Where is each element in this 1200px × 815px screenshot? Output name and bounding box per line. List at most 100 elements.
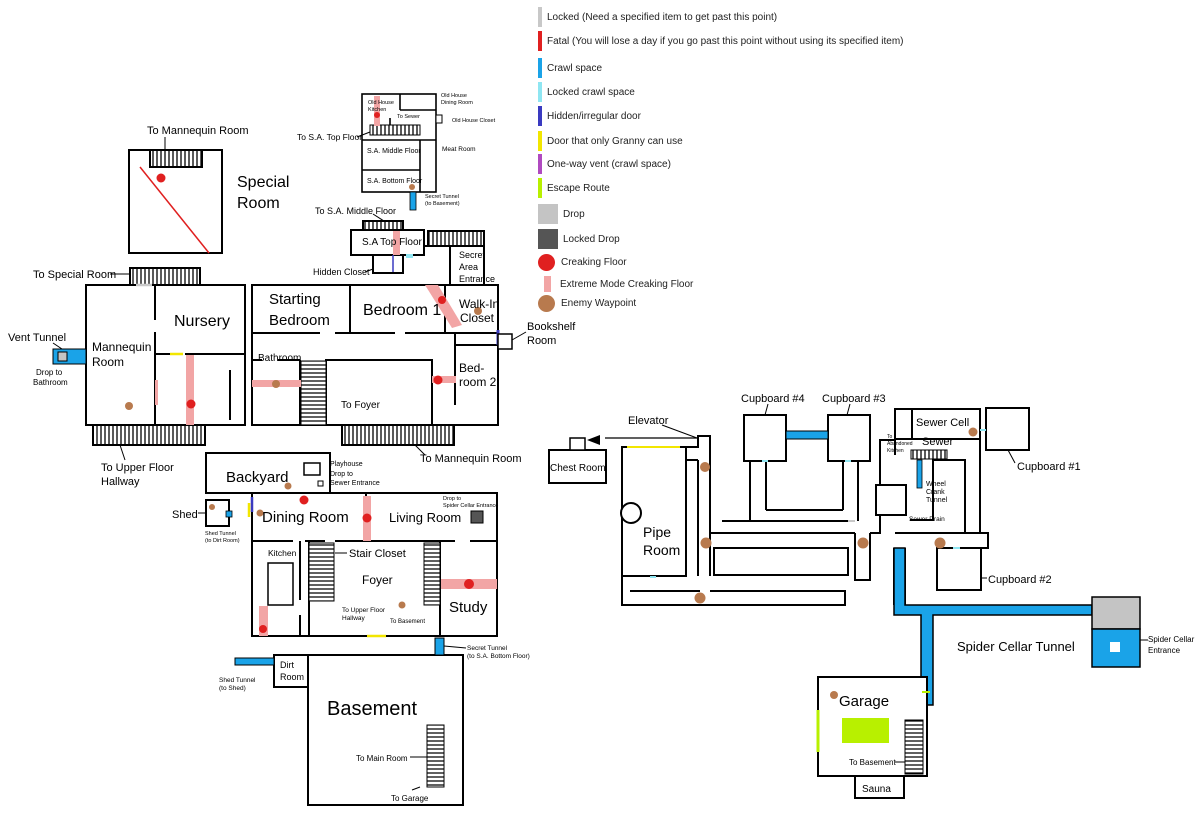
label-walk-in-closet: Walk-In	[459, 297, 499, 311]
label-foyer: Foyer	[362, 573, 393, 587]
legend-oneway-text: One-way vent (crawl space)	[547, 158, 671, 170]
legend-locked-crawl: Locked crawl space	[538, 81, 635, 103]
legend-locked: Locked (Need a specified item to get pas…	[538, 6, 777, 28]
legend-creaking: Creaking Floor	[538, 251, 627, 273]
legend-drop-text: Drop	[563, 208, 585, 220]
label-drop-to-spider-2: Spider Cellar Entrance	[443, 503, 498, 509]
label-old-house-dining: Old House	[441, 93, 467, 99]
legend-fatal-text: Fatal (You will lose a day if you go pas…	[547, 35, 904, 47]
label-to-main-room: To Main Room	[356, 754, 408, 763]
legend-swatch-locked	[538, 7, 542, 27]
label-to-sa-top-floor: To S.A. Top Floor	[297, 132, 362, 142]
label-spider-cellar-entrance: Spider Cellar	[1148, 635, 1195, 644]
label-to-special-room: To Special Room	[33, 269, 116, 281]
legend-creaking-text: Creaking Floor	[561, 256, 627, 268]
legend-swatch-locked-crawl	[538, 82, 542, 102]
legend-granny-door-text: Door that only Granny can use	[547, 135, 683, 147]
spider-cellar-tunnel	[893, 547, 1093, 706]
label-drop-to-bathroom: Drop to	[36, 368, 63, 377]
label-secret-area-entrance-2: Area	[459, 262, 478, 272]
legend-waypoint: Enemy Waypoint	[538, 292, 636, 314]
label-chest-room: Chest Room	[550, 463, 606, 474]
label-bedroom-2: Bed-	[459, 361, 484, 375]
label-old-house-kitchen-2: Kitchen	[368, 107, 386, 113]
legend-swatch-drop	[538, 204, 558, 224]
legend-hidden: Hidden/irregular door	[538, 105, 641, 127]
label-to-mannequin-room-bottom: To Mannequin Room	[420, 453, 522, 465]
legend-oneway: One-way vent (crawl space)	[538, 153, 671, 175]
label-spider-cellar-entrance-2: Entrance	[1148, 646, 1181, 655]
upper-floor-block	[251, 284, 499, 446]
label-walk-in-closet-2: Closet	[460, 311, 495, 325]
label-playhouse: Playhouse	[330, 461, 363, 468]
label-dirt-room: Dirt	[280, 660, 294, 670]
sewer-system	[548, 407, 1030, 606]
label-drop-to-bathroom-2: Bathroom	[33, 378, 68, 387]
label-cupboard-1: Cupboard #1	[1017, 461, 1081, 473]
label-mannequin-room-2: Room	[92, 355, 124, 369]
label-old-house-closet: Old House Closet	[452, 118, 496, 124]
label-drop-to-spider: Drop to	[443, 496, 461, 502]
label-sa-top-floor: S.A Top Floor	[362, 237, 423, 248]
legend-extreme-text: Extreme Mode Creaking Floor	[560, 278, 694, 290]
label-cupboard-2: Cupboard #2	[988, 574, 1052, 586]
label-shed-tunnel-dirt-2: (to Dirt Room)	[205, 538, 240, 544]
label-secret-area-entrance: Secret	[459, 250, 486, 260]
label-sauna: Sauna	[862, 784, 891, 795]
legend-drop: Drop	[538, 203, 585, 225]
legend-swatch-extreme	[544, 276, 551, 292]
label-shed: Shed	[172, 509, 198, 521]
legend-escape-text: Escape Route	[547, 182, 610, 194]
label-special-room-2: Room	[237, 195, 280, 212]
label-secret-tunnel-basement: Secret Tunnel	[425, 194, 459, 200]
label-sa-bottom-floor: S.A. Bottom Floor	[367, 178, 423, 185]
label-old-house-dining-2: Dining Room	[441, 100, 473, 106]
label-basement: Basement	[327, 698, 417, 720]
creaking-floor-bedroom-2	[433, 375, 443, 385]
special-room	[128, 149, 223, 254]
extreme-creak-nursery	[186, 355, 194, 425]
legend-swatch-waypoint	[538, 294, 555, 312]
creaking-floor-nursery	[186, 399, 196, 409]
label-living-room: Living Room	[389, 510, 461, 525]
label-sewer-cell: Sewer Cell	[916, 417, 969, 429]
legend-hidden-text: Hidden/irregular door	[547, 110, 641, 122]
label-bathroom: Bathroom	[258, 353, 301, 364]
legend-crawl-text: Crawl space	[547, 62, 603, 74]
label-vent-tunnel: Vent Tunnel	[8, 332, 66, 344]
creaking-floor-marker	[156, 173, 166, 183]
legend-swatch-fatal	[538, 31, 542, 51]
legend-escape: Escape Route	[538, 177, 610, 199]
label-drop-to-sewer-2: Sewer Entrance	[330, 480, 380, 487]
label-to-basement: To Basement	[390, 619, 425, 625]
mannequin-nursery-block	[85, 267, 246, 446]
label-secret-tunnel-sa: Secret Tunnel	[467, 645, 508, 652]
label-sewer-drain: Sewer Drain	[909, 516, 945, 523]
label-to-upper-floor-hallway: To Upper Floor	[101, 462, 174, 474]
waypoint-bathroom	[272, 380, 280, 388]
legend-locked-drop-text: Locked Drop	[563, 233, 620, 245]
legend-swatch-creaking	[538, 253, 555, 271]
label-cupboard-3: Cupboard #3	[822, 393, 886, 405]
legend-extreme: Extreme Mode Creaking Floor	[538, 273, 693, 295]
label-backyard: Backyard	[226, 469, 289, 486]
legend-swatch-locked-drop	[538, 229, 558, 249]
label-shed-tunnel-dirt: Shed Tunnel	[205, 531, 236, 537]
label-meat-room: Meat Room	[442, 146, 476, 153]
legend-crawl: Crawl space	[538, 57, 602, 79]
label-to-upper-floor-hallway-4: Hallway	[342, 615, 366, 622]
label-study: Study	[449, 599, 488, 616]
label-to-basement-garage: To Basement	[849, 758, 896, 767]
legend-swatch-granny-door	[538, 131, 542, 151]
label-starting-bedroom: Starting	[269, 291, 321, 308]
label-bookshelf-room: Bookshelf	[527, 321, 576, 333]
label-to-sa-middle-floor: To S.A. Middle Floor	[315, 206, 396, 216]
label-secret-tunnel-basement-2: (to Basement)	[425, 201, 460, 207]
label-hidden-closet: Hidden Closet	[313, 267, 370, 277]
legend-swatch-escape	[538, 178, 542, 198]
label-mannequin-room: Mannequin	[92, 340, 151, 354]
label-dirt-room-2: Room	[280, 672, 304, 682]
label-sa-middle-floor: S.A. Middle Floor	[367, 148, 421, 155]
label-to-upper-floor-hallway-3: To Upper Floor	[342, 607, 386, 614]
label-to-abandoned-kitchen-2: Abandoned	[887, 441, 913, 447]
